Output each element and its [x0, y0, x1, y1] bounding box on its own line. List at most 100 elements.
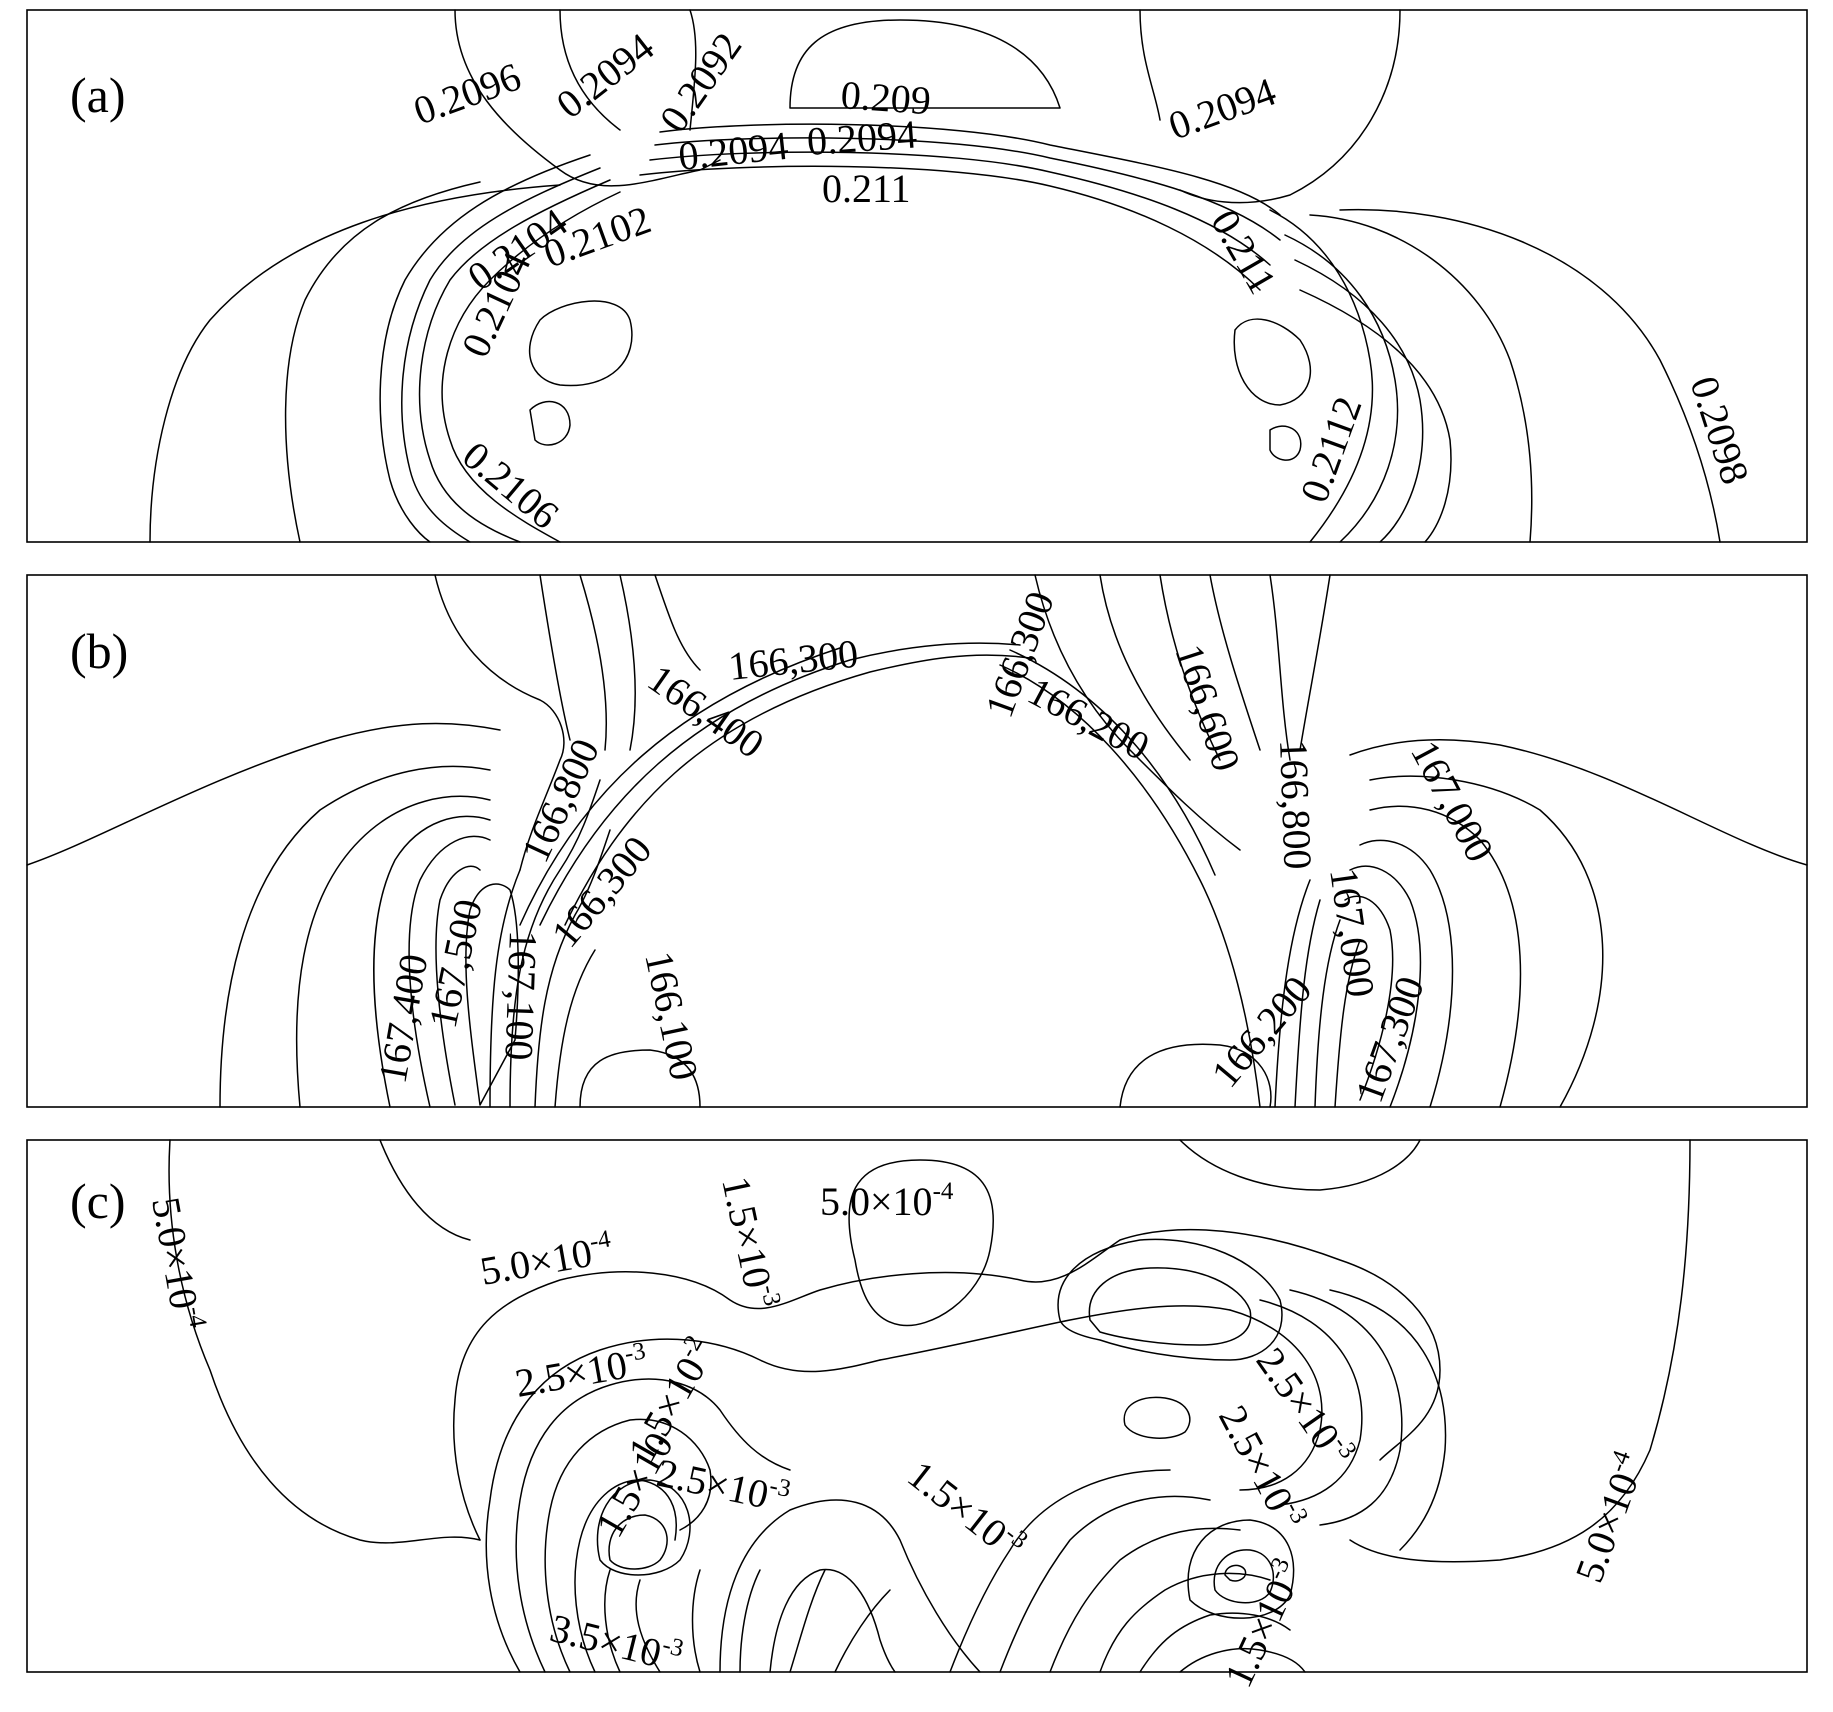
- contour-label: 2.5×10-3: [512, 1337, 651, 1405]
- contour-line: [1099, 574, 1191, 761]
- contour-line: [452, 1228, 1441, 1541]
- contour-line: [579, 1049, 701, 1108]
- contour-line: [1229, 1309, 1323, 1491]
- contour-line: [654, 574, 701, 671]
- contour-line: [554, 949, 596, 1108]
- contour-line: [1314, 919, 1341, 1108]
- contour-label: 166,800: [1271, 739, 1321, 870]
- contour-label: 0.2094: [1163, 69, 1282, 149]
- contour-line: [1294, 259, 1424, 543]
- contour-line: [539, 574, 571, 741]
- panel-c: (c): [26, 1139, 1808, 1694]
- contour-line: [834, 1589, 891, 1673]
- contour-line: [719, 1499, 981, 1673]
- contour-line: [1224, 1564, 1247, 1582]
- contour-line: [1269, 425, 1302, 461]
- contour-line: [1088, 1267, 1252, 1346]
- contour-label: 0.2094: [805, 111, 918, 164]
- contour-line: [435, 865, 481, 1106]
- contour-line: [401, 167, 601, 543]
- contour-label: 5.0×10-4: [143, 1194, 212, 1334]
- contour-line: [1099, 1572, 1271, 1673]
- contour-line: [149, 184, 561, 543]
- contour-line: [26, 722, 501, 866]
- contour-line: [604, 1569, 621, 1673]
- contour-line: [529, 300, 633, 387]
- contour-line: [1057, 1238, 1283, 1361]
- contour-label: 1.5×10-3: [899, 1451, 1032, 1569]
- contour-line: [659, 123, 1281, 216]
- panel-a-frame: [26, 9, 1808, 543]
- contour-line: [529, 400, 571, 446]
- panel-c-frame: [26, 1139, 1808, 1673]
- contour-line: [1344, 895, 1394, 1101]
- contour-label: 0.211: [822, 166, 911, 211]
- contour-line: [579, 574, 607, 751]
- contour-line: [539, 642, 1021, 926]
- contour-line: [559, 9, 621, 131]
- contour-label: 166,300: [726, 631, 860, 689]
- contour-line: [1334, 939, 1361, 1108]
- contour-line: [999, 1495, 1211, 1673]
- contour-line: [379, 154, 591, 543]
- contour-line: [295, 795, 491, 1108]
- contour-line: [1289, 1289, 1403, 1526]
- contour-line: [1119, 1043, 1272, 1108]
- contour-line: [649, 151, 1271, 266]
- contour-line: [434, 574, 565, 871]
- contour-line: [789, 1569, 826, 1673]
- contour-line: [635, 1579, 661, 1673]
- contour-label: 0.2112: [1291, 391, 1370, 508]
- panel-a-tag: (a): [70, 67, 126, 123]
- contour-line: [379, 1139, 471, 1241]
- contour-line: [691, 1569, 701, 1673]
- contour-label: 166,200: [1021, 668, 1157, 769]
- contour-line: [596, 1479, 691, 1576]
- contour-line: [1269, 209, 1374, 543]
- contour-line: [519, 647, 841, 926]
- contour-line: [739, 1569, 761, 1673]
- contour-line: [879, 1305, 1231, 1361]
- contour-line: [1274, 879, 1311, 1108]
- panel-b-tag: (b): [70, 623, 128, 679]
- contour-line: [1309, 214, 1533, 543]
- contour-line: [1139, 1612, 1291, 1673]
- contour-line: [1339, 208, 1721, 543]
- panel-a: (a) 0.2096 0.2094 0.2092 0.209 0.2094 0.…: [26, 9, 1808, 543]
- contour-label: 166,200: [1202, 967, 1320, 1096]
- contour-line: [1179, 9, 1401, 204]
- contour-line: [418, 179, 611, 543]
- contour-label: 0.211: [1202, 202, 1285, 301]
- contour-line: [534, 829, 611, 1108]
- contour-line: [574, 1479, 677, 1673]
- contour-line: [1299, 574, 1331, 751]
- panel-c-tag: (c): [70, 1173, 126, 1229]
- contour-line: [619, 574, 636, 751]
- contour-line: [1233, 318, 1311, 406]
- contour-line: [1123, 1396, 1191, 1439]
- contour-line: [1299, 289, 1452, 543]
- contour-label: 5.0×10-4: [820, 1178, 954, 1224]
- contour-line: [373, 815, 491, 1108]
- panel-b-frame: [26, 574, 1808, 1108]
- contour-line: [1349, 865, 1422, 1108]
- contour-label: 167,000: [1402, 733, 1503, 869]
- contour-line: [1369, 805, 1522, 1108]
- contour-line: [408, 835, 491, 1108]
- contour-line: [1259, 1299, 1363, 1506]
- contour-line: [1009, 649, 1216, 876]
- contour-label: 167,100: [496, 930, 546, 1061]
- contour-line: [219, 765, 491, 1108]
- contour-line: [1329, 1289, 1447, 1551]
- contour-line: [1179, 1647, 1306, 1673]
- contour-label: 167,000: [1321, 865, 1384, 1000]
- contour-line: [1269, 574, 1291, 761]
- contour-line: [949, 1469, 1171, 1673]
- contour-line: [515, 1378, 791, 1673]
- contour-line: [168, 1139, 481, 1544]
- contour-line: [1159, 574, 1221, 761]
- contour-line: [608, 1514, 668, 1570]
- contour-line: [284, 181, 481, 543]
- contour-line: [1213, 1549, 1275, 1604]
